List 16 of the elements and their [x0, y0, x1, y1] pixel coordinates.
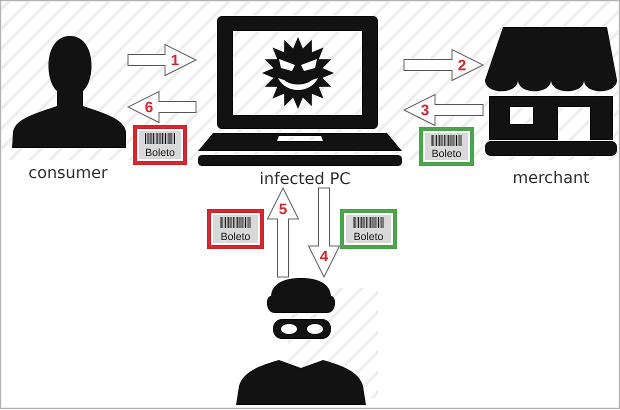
- payment-slip: Boleto: [419, 127, 474, 166]
- edge-label: 6: [144, 100, 154, 114]
- block-arrow: [308, 188, 340, 278]
- node-label: consumer: [29, 169, 108, 178]
- edge-label: 3: [420, 104, 430, 116]
- block-arrow: [404, 48, 484, 82]
- block-arrow: [128, 44, 198, 76]
- payment-slip: Boleto: [340, 209, 397, 249]
- burglar-icon: [236, 278, 366, 405]
- node-label: infected PC: [261, 172, 350, 184]
- block-arrow: [402, 94, 484, 126]
- node-label: merchant: [514, 170, 590, 184]
- block-arrow: [126, 90, 196, 124]
- payment-slip: Boleto: [133, 125, 187, 165]
- payment-slip: Boleto: [207, 209, 264, 249]
- block-arrow: [266, 186, 300, 278]
